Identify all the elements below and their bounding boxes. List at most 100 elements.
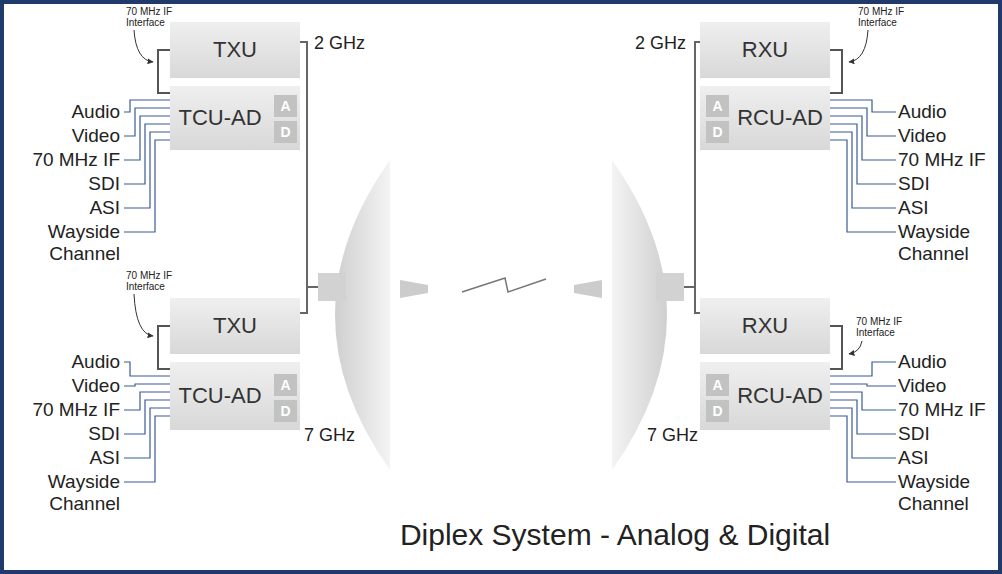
- signal-line: [830, 384, 896, 386]
- signal-name: ASI: [6, 447, 120, 469]
- control-unit: TCU-AD AD: [170, 362, 300, 430]
- signal-line: [830, 416, 896, 482]
- digital-tag: D: [706, 121, 729, 143]
- diplexer: [656, 273, 684, 301]
- interface-note: 70 MHz IF Interface: [126, 270, 190, 292]
- frequency-label: 2 GHz: [314, 32, 374, 54]
- signal-name: ASI: [898, 197, 996, 219]
- signal-name: ASI: [898, 447, 996, 469]
- rf-wire: [300, 42, 318, 313]
- signal-name: 70 MHz IF: [898, 399, 996, 421]
- signal-name: 70 MHz IF: [6, 149, 120, 171]
- dish-antenna: [335, 160, 390, 470]
- signal-name: Wayside Channel: [20, 221, 120, 265]
- radio-link: [462, 278, 546, 292]
- callout-arrow: [849, 30, 868, 62]
- signal-name: Video: [898, 125, 996, 147]
- callout-arrow: [849, 341, 862, 354]
- signal-name: Wayside Channel: [898, 221, 990, 265]
- signal-name: 70 MHz IF: [898, 149, 996, 171]
- signal-name: Video: [898, 375, 996, 397]
- signal-line: [124, 140, 170, 232]
- diplexer: [318, 273, 346, 301]
- unit-name: RXU: [742, 315, 788, 337]
- digital-tag: D: [274, 121, 297, 143]
- antenna-feed: [400, 280, 428, 298]
- signal-name: Audio: [898, 351, 996, 373]
- receiver-unit: RXU: [700, 22, 830, 78]
- signal-line: [830, 124, 896, 184]
- signal-name: Wayside Channel: [898, 471, 990, 515]
- callout-arrow: [134, 30, 153, 62]
- unit-name: D: [280, 125, 290, 139]
- signal-line: [124, 400, 170, 434]
- signal-line: [830, 132, 896, 208]
- frequency-label: 7 GHz: [628, 424, 698, 446]
- signal-name: Audio: [6, 351, 120, 373]
- if-bracket: [158, 50, 170, 93]
- signal-name: ASI: [6, 197, 120, 219]
- control-unit: RCU-ADAD: [700, 86, 830, 150]
- unit-name: D: [712, 125, 722, 139]
- interface-note: 70 MHz IF Interface: [858, 6, 922, 28]
- signal-line: [830, 140, 896, 232]
- callout-arrow: [134, 294, 153, 336]
- frequency-label: 2 GHz: [616, 32, 686, 54]
- interface-note: 70 MHz IF Interface: [126, 6, 190, 28]
- control-unit: RCU-AD AD: [700, 362, 830, 430]
- unit-name: RXU: [742, 39, 788, 61]
- transmitter-unit: TXU: [170, 298, 300, 354]
- signal-line: [830, 392, 896, 410]
- unit-name: D: [712, 404, 722, 418]
- signal-name: 70 MHz IF: [6, 399, 120, 421]
- signal-name: Video: [6, 375, 120, 397]
- signal-line: [124, 100, 170, 112]
- signal-leaders: [124, 100, 896, 482]
- if-bracket: [830, 326, 842, 369]
- signal-line: [124, 124, 170, 184]
- signal-name: Audio: [6, 101, 120, 123]
- signal-line: [830, 100, 896, 112]
- signal-name: Video: [6, 125, 120, 147]
- unit-name: TCU-AD: [178, 107, 261, 129]
- signal-name: Wayside Channel: [20, 471, 120, 515]
- signal-line: [124, 392, 170, 410]
- antenna-feed: [574, 280, 602, 298]
- rf-wire: [684, 42, 702, 313]
- frequency-label: 7 GHz: [304, 424, 364, 446]
- signal-name: SDI: [6, 173, 120, 195]
- signal-line: [124, 384, 170, 386]
- signal-name: Audio: [898, 101, 996, 123]
- signal-line: [830, 116, 896, 160]
- signal-line: [124, 132, 170, 208]
- unit-name: TXU: [213, 39, 257, 61]
- unit-name: A: [280, 99, 290, 113]
- signal-name: SDI: [6, 423, 120, 445]
- if-bracket: [830, 50, 842, 93]
- signal-name: SDI: [898, 423, 996, 445]
- analog-tag: A: [706, 374, 729, 396]
- transmitter-unit: TXU: [170, 22, 300, 78]
- unit-name: A: [712, 99, 722, 113]
- receiver-unit: RXU: [700, 298, 830, 354]
- unit-name: TXU: [213, 315, 257, 337]
- unit-name: RCU-AD: [737, 385, 823, 407]
- signal-line: [124, 416, 170, 482]
- analog-tag: A: [274, 95, 297, 117]
- analog-tag: A: [706, 95, 729, 117]
- unit-name: D: [280, 404, 290, 418]
- unit-name: TCU-AD: [178, 385, 261, 407]
- digital-tag: D: [706, 400, 729, 422]
- analog-tag: A: [274, 374, 297, 396]
- if-bracket: [158, 326, 170, 369]
- digital-tag: D: [274, 400, 297, 422]
- signal-name: SDI: [898, 173, 996, 195]
- unit-name: A: [280, 378, 290, 392]
- diagram-title: Diplex System - Analog & Digital: [365, 518, 865, 552]
- signal-line: [830, 400, 896, 434]
- dish-antenna: [612, 160, 667, 470]
- interface-note: 70 MHz IF Interface: [856, 316, 920, 338]
- signal-line: [124, 116, 170, 160]
